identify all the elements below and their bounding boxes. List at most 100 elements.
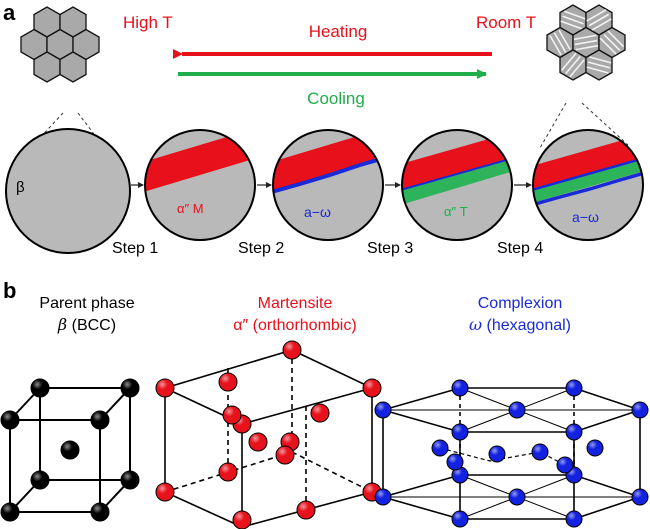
atom-highlight: [283, 341, 301, 359]
atom-highlight: [432, 440, 448, 456]
alpha-m-label: α″ M: [177, 201, 204, 216]
grain-stripe: [565, 55, 581, 75]
atom-highlight: [489, 446, 505, 462]
bcc-atoms: [0, 378, 140, 522]
atom-highlight: [156, 483, 174, 501]
panel-b-letter: b: [3, 278, 16, 303]
atom-highlight: [452, 380, 468, 396]
step3-disk: [401, 129, 513, 241]
atom-highlight: [233, 511, 251, 529]
grain-stripe: [607, 30, 625, 48]
grain-stripe: [553, 32, 567, 53]
grain-stripe: [575, 44, 599, 51]
grain-stripe: [562, 15, 584, 25]
grain-stripe: [549, 34, 562, 56]
alpha-t-label: α″ T: [444, 204, 468, 219]
zoom-line-right-2: [581, 102, 629, 146]
grain-stripe: [573, 34, 597, 41]
complexion-hexagonal-text: (hexagonal): [482, 317, 571, 334]
atom-highlight: [249, 433, 267, 451]
atom-highlight: [532, 444, 548, 460]
grain-stripe: [563, 10, 586, 20]
atom-highlight: [587, 440, 603, 456]
high-t-label: High T: [123, 13, 173, 32]
atom-highlight: [91, 411, 109, 429]
grain-stripe: [569, 59, 585, 78]
complexion-subtitle: ω (hexagonal): [469, 315, 571, 334]
step4-disk: [532, 129, 644, 241]
atom-highlight: [566, 380, 582, 396]
beta-disk: [5, 128, 131, 254]
atom-highlight: [509, 402, 525, 418]
parent-phase-subtitle: β (BCC): [57, 315, 116, 334]
martensite-subtitle: α″ (orthorhombic): [233, 317, 356, 334]
grain-stripe: [589, 56, 612, 64]
parent-phase-title: Parent phase: [39, 295, 134, 312]
atom-highlight: [1, 411, 19, 429]
atom-highlight: [276, 446, 294, 464]
atom-highlight: [509, 489, 525, 505]
atom-highlight: [311, 404, 329, 422]
step2-disk: [272, 129, 384, 241]
atom-highlight: [121, 379, 139, 397]
grain-stripe: [574, 39, 598, 46]
atom-highlight: [1, 503, 19, 521]
atom-highlight: [91, 503, 109, 521]
atom-highlight: [566, 424, 582, 440]
atom-highlight: [566, 511, 582, 527]
atom-highlight: [375, 402, 391, 418]
atom-highlight: [452, 511, 468, 527]
orthorhombic-atoms: [155, 340, 382, 529]
a-omega-label-step4: a−ω: [572, 209, 599, 225]
atom-highlight: [31, 471, 49, 489]
step1-disk: [144, 129, 256, 241]
atom-highlight: [121, 471, 139, 489]
atom-highlight: [632, 402, 648, 418]
high-t-grain-cluster: [20, 6, 100, 83]
atom-highlight: [219, 463, 237, 481]
heating-label: Heating: [309, 22, 368, 41]
martensite-title: Martensite: [258, 295, 333, 312]
room-t-label: Room T: [476, 13, 536, 32]
grain-hexagon: [59, 51, 87, 83]
grain-stripe: [560, 20, 583, 30]
grain-stripe: [603, 33, 621, 52]
zoom-line-right-1: [539, 102, 567, 149]
grain-stripe: [586, 66, 609, 74]
cooling-label: Cooling: [307, 89, 365, 108]
atom-highlight: [557, 457, 573, 473]
grain-stripe: [558, 29, 571, 51]
a-omega-label-step2: a−ω: [304, 204, 331, 220]
step-label-3: Step 3: [367, 240, 413, 257]
hexagonal-atoms: [374, 379, 649, 528]
atom-highlight: [632, 489, 648, 505]
panel-a-letter: a: [3, 0, 16, 25]
grain-hexagon: [33, 51, 61, 83]
atom-highlight: [375, 489, 391, 505]
grain-stripe: [586, 9, 607, 22]
parent-bcc-text: (BCC): [67, 317, 116, 334]
atom-highlight: [297, 501, 315, 519]
atom-highlight: [31, 379, 49, 397]
grain-stripe: [587, 61, 611, 69]
complexion-omega-symbol: ω: [469, 315, 482, 334]
grain-stripe: [599, 37, 617, 55]
grain-stripe: [588, 13, 610, 27]
orthorhombic-unit-cell: [164, 349, 373, 528]
beta-symbol: β: [16, 179, 25, 196]
room-t-grain-cluster: [546, 4, 626, 81]
parent-beta-symbol: β: [57, 315, 67, 334]
atom-highlight: [223, 406, 241, 424]
complexion-title: Complexion: [478, 295, 562, 312]
step-label-1: Step 1: [112, 240, 158, 257]
grain-stripe: [591, 18, 612, 31]
atom-highlight: [452, 467, 468, 483]
step-label-2: Step 2: [238, 240, 284, 257]
atom-highlight: [363, 379, 381, 397]
step-label-4: Step 4: [497, 240, 543, 257]
atom-highlight: [156, 379, 174, 397]
atom-highlight: [452, 424, 468, 440]
atom-highlight: [447, 454, 463, 470]
atom-highlight: [219, 373, 237, 391]
